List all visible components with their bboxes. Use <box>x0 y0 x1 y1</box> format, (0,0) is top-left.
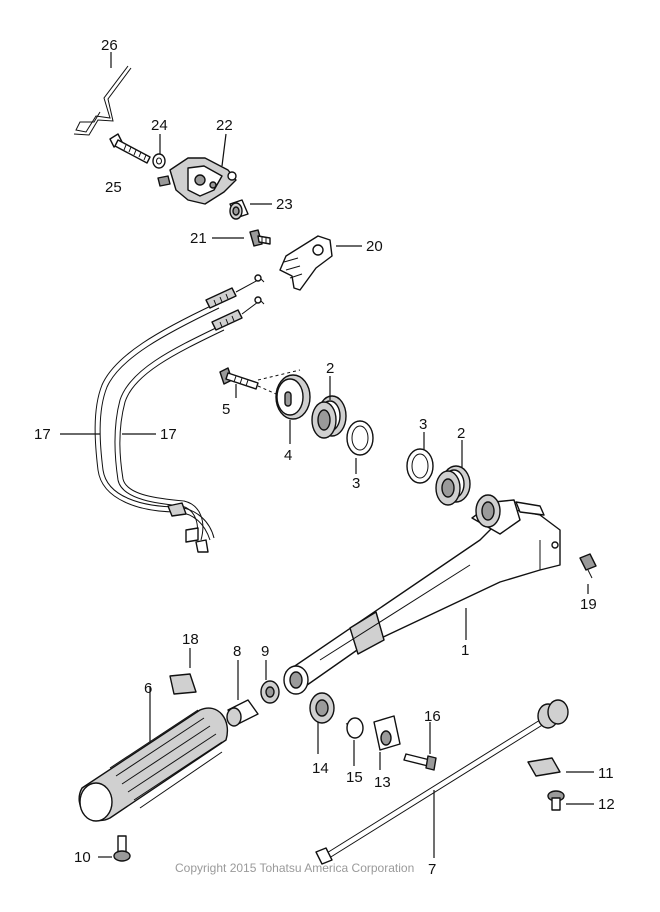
callout-1: 1 <box>461 642 469 659</box>
callout-5: 5 <box>222 401 230 418</box>
callout-6: 6 <box>144 680 152 697</box>
part-18-label <box>169 673 197 695</box>
callout-labels: 26 24 22 25 23 21 20 2 5 17 17 3 2 4 3 1… <box>34 37 615 878</box>
callout-2-right: 2 <box>457 425 465 442</box>
part-21-screw <box>249 229 271 247</box>
part-12-screw <box>547 790 565 811</box>
leader-lines <box>60 52 594 858</box>
part-24-washer <box>152 153 166 169</box>
callout-15: 15 <box>346 769 363 786</box>
callout-26: 26 <box>101 37 118 54</box>
part-17-cables <box>94 274 265 553</box>
callout-3-upper: 3 <box>352 475 360 492</box>
part-19-screw <box>579 553 597 579</box>
callout-8: 8 <box>233 643 241 660</box>
callout-25: 25 <box>105 179 122 196</box>
part-23-collar <box>229 199 249 220</box>
part-3-ring-right <box>406 448 434 484</box>
part-8-shaft <box>226 699 259 727</box>
part-11-clip <box>527 757 561 777</box>
part-3-ring-upper <box>346 420 374 456</box>
copyright-notice: Copyright 2015 Tohatsu America Corporati… <box>175 861 414 875</box>
callout-7: 7 <box>428 861 436 878</box>
callout-11: 11 <box>598 765 614 782</box>
callout-10: 10 <box>74 849 91 866</box>
part-26-wire-clip <box>73 65 132 136</box>
part-22-bracket <box>157 157 237 205</box>
part-15-spring <box>345 717 364 739</box>
part-1-tiller-handle <box>283 494 561 695</box>
callout-17-right: 17 <box>160 426 177 443</box>
callout-13: 13 <box>374 774 391 791</box>
part-2-bushing-right <box>435 465 471 506</box>
callout-23: 23 <box>276 196 293 213</box>
callout-17-left: 17 <box>34 426 51 443</box>
callout-21: 21 <box>190 230 207 247</box>
part-7-throttle-rod <box>315 699 569 865</box>
callout-2-upper: 2 <box>326 360 334 377</box>
callout-24: 24 <box>151 117 168 134</box>
part-13-block <box>373 715 401 751</box>
callout-12: 12 <box>598 796 615 813</box>
part-4-disc <box>275 374 311 420</box>
part-16-screw <box>403 753 437 771</box>
callout-3-right: 3 <box>419 416 427 433</box>
callout-4: 4 <box>284 447 292 464</box>
part-6-grip <box>78 707 229 822</box>
part-20-plate <box>279 235 333 291</box>
callout-16: 16 <box>424 708 441 725</box>
callout-18: 18 <box>182 631 199 648</box>
callout-9: 9 <box>261 643 269 660</box>
part-2-bushing-upper <box>311 395 347 439</box>
part-14-cap <box>309 692 335 724</box>
callout-19: 19 <box>580 596 597 613</box>
callout-22: 22 <box>216 117 233 134</box>
part-9-washer <box>260 680 280 704</box>
callout-20: 20 <box>366 238 383 255</box>
part-25-bolt <box>109 133 151 164</box>
callout-14: 14 <box>312 760 329 777</box>
part-10-screw <box>113 835 131 862</box>
